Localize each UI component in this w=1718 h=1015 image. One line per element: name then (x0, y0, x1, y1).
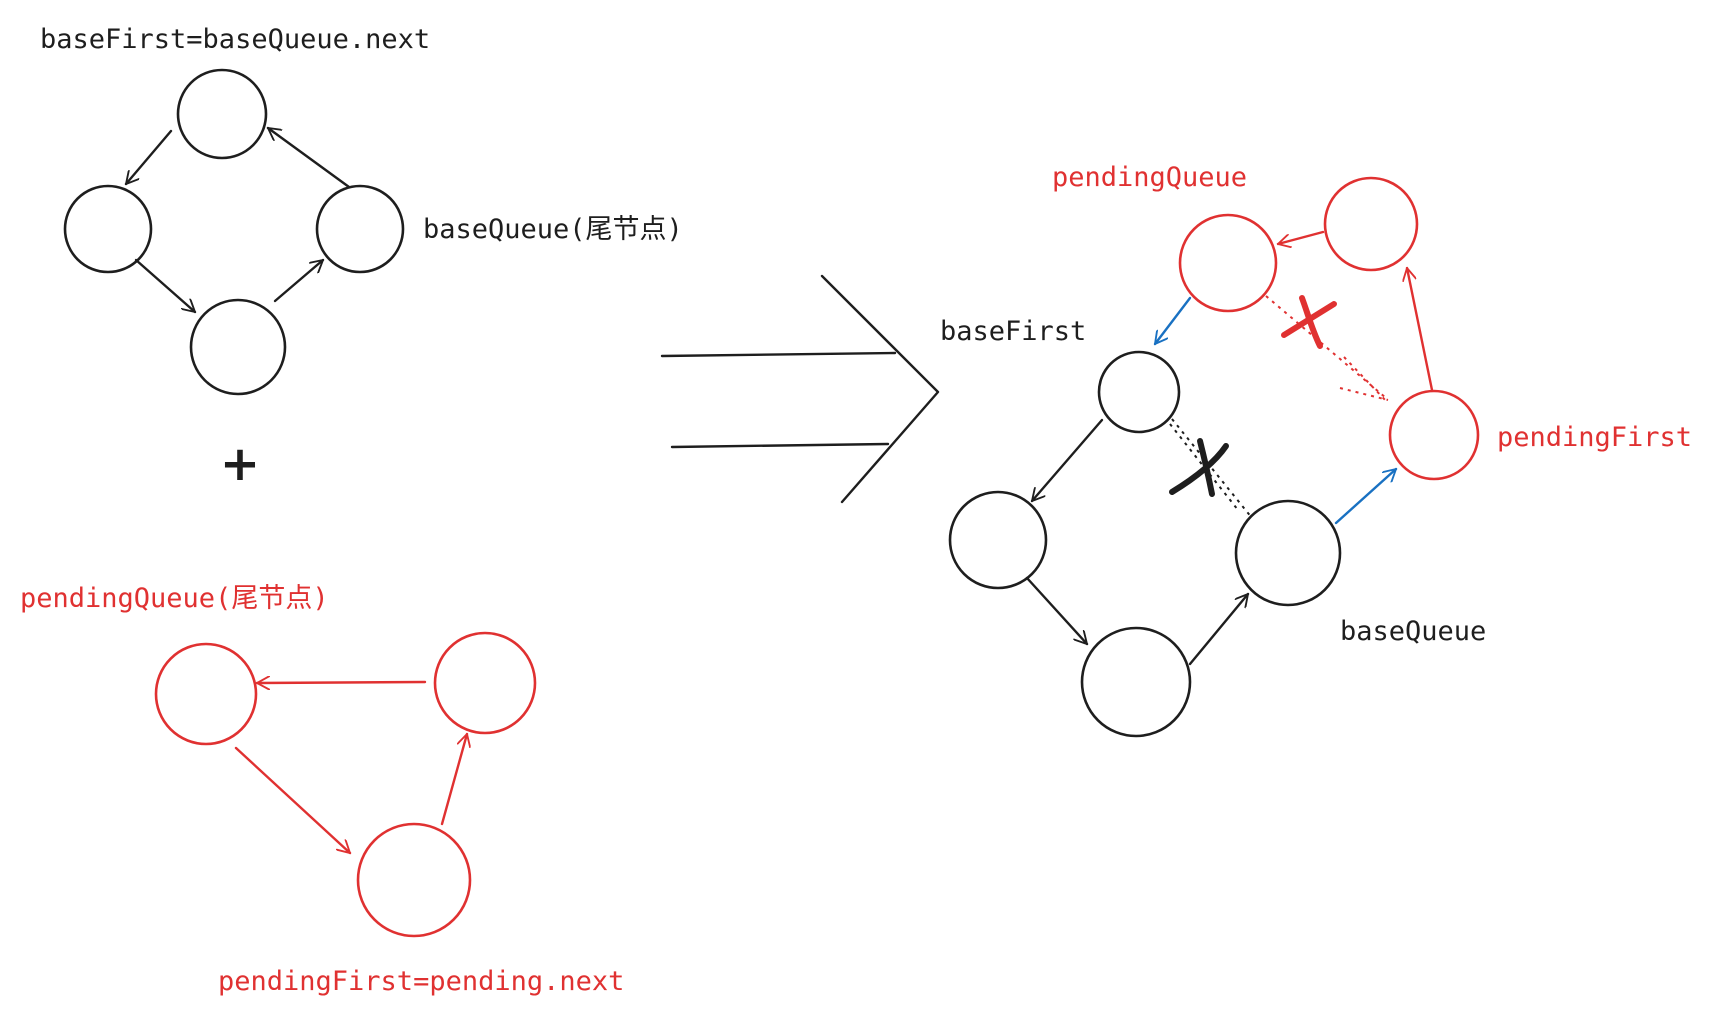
merged-base-queue-node (1234, 499, 1342, 607)
base-node-left (63, 184, 153, 274)
new-link-pending-to-base-first (1153, 296, 1192, 344)
pending-edge-left-to-bottom (234, 746, 350, 853)
merged-edge-first-to-extra (1407, 268, 1434, 392)
merged-base-queue-label: baseQueue (1340, 616, 1486, 647)
plus-sign: + (220, 436, 260, 492)
merged-pending-queue-label: pendingQueue (1052, 162, 1247, 193)
merged-pending-queue-node (1178, 213, 1278, 313)
new-link-base-queue-to-pending-first (1334, 469, 1396, 525)
cross-mark-black-icon (1169, 438, 1229, 497)
merged-base-first-node (1097, 350, 1181, 434)
pending-first-definition-label: pendingFirst=pending.next (218, 966, 624, 997)
merged-pending-first-node (1388, 389, 1480, 481)
merged-edge-first-to-left (1032, 418, 1104, 501)
base-node-bottom (189, 298, 287, 396)
implies-arrow-head (820, 274, 940, 504)
pending-node-right (433, 631, 537, 735)
cross-mark-red-icon (1281, 295, 1337, 349)
merged-edge-extra-to-queue (1278, 230, 1325, 244)
merged-base-left-node (948, 490, 1048, 590)
merged-edge-left-to-bottom (1025, 576, 1087, 644)
merged-pending-first-label: pendingFirst (1497, 422, 1692, 453)
base-edge-left-to-bottom (134, 258, 195, 312)
base-node-top (176, 68, 268, 160)
merged-base-first-label: baseFirst (940, 316, 1086, 347)
merged-pending-extra-node (1323, 176, 1419, 272)
implies-arrow-lower-bar (670, 442, 890, 449)
merged-edge-bottom-to-queue (1188, 594, 1248, 666)
pending-node-bottom (356, 822, 472, 938)
base-edge-top-to-left (126, 129, 173, 184)
base-queue-tail-label: baseQueue(尾节点) (423, 214, 683, 245)
base-edge-right-to-top (268, 126, 351, 189)
pending-edge-bottom-to-right (440, 734, 467, 826)
pending-queue-tail-label: pendingQueue(尾节点) (20, 583, 329, 614)
base-edge-bottom-to-right (273, 260, 323, 303)
base-first-definition-label: baseFirst=baseQueue.next (40, 24, 430, 55)
implies-arrow-upper-bar (660, 351, 897, 358)
broken-base-link (1169, 418, 1253, 519)
broken-pending-link (1265, 295, 1389, 404)
pending-edge-right-to-left (257, 682, 427, 683)
merged-base-bottom-node (1080, 626, 1192, 738)
base-node-right (315, 184, 405, 274)
pending-node-left (154, 642, 258, 746)
